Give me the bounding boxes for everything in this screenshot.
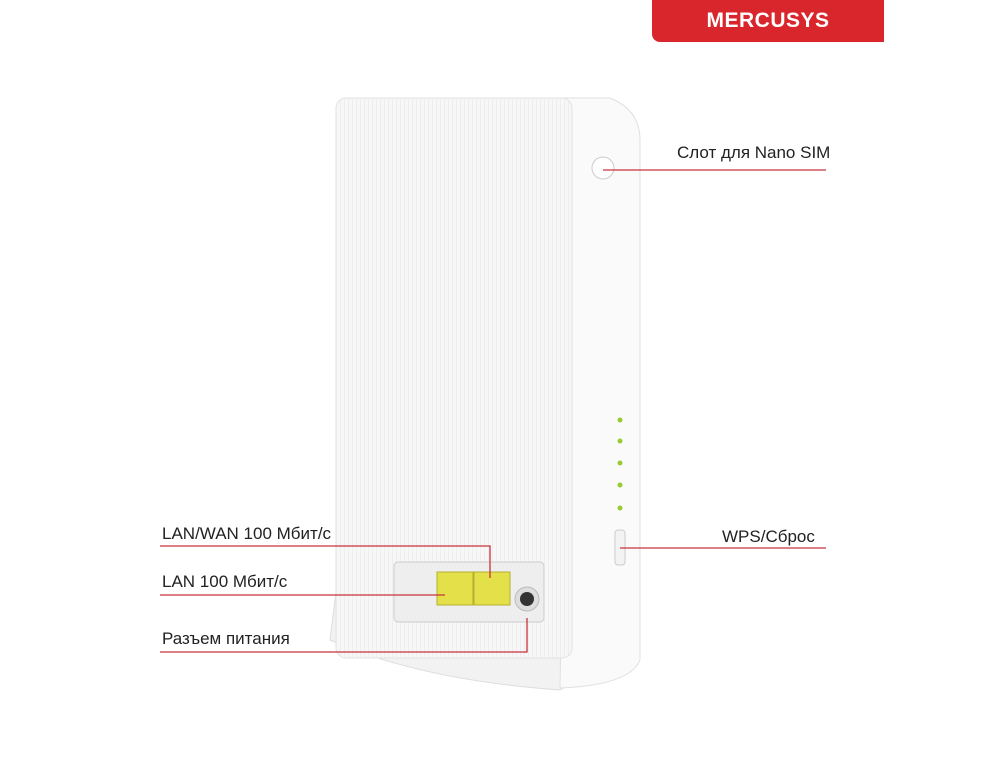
sim-slot — [591, 156, 615, 180]
mercusys-logo: MERCUSYS — [652, 0, 884, 42]
router-front — [335, 97, 573, 659]
lan-wan-port-label: LAN/WAN 100 Мбит/с — [162, 524, 332, 543]
lan-port-label: LAN 100 Мбит/с — [162, 572, 288, 591]
callout-lines — [160, 169, 826, 653]
wps-reset-label: WPS/Сброс — [722, 527, 815, 546]
lan-wan-port — [473, 571, 511, 606]
lan-port — [436, 571, 474, 606]
power-connector-label: Разъем питания — [162, 629, 290, 648]
status-leds — [617, 417, 623, 511]
sim-slot-label: Слот для Nano SIM — [677, 143, 831, 162]
